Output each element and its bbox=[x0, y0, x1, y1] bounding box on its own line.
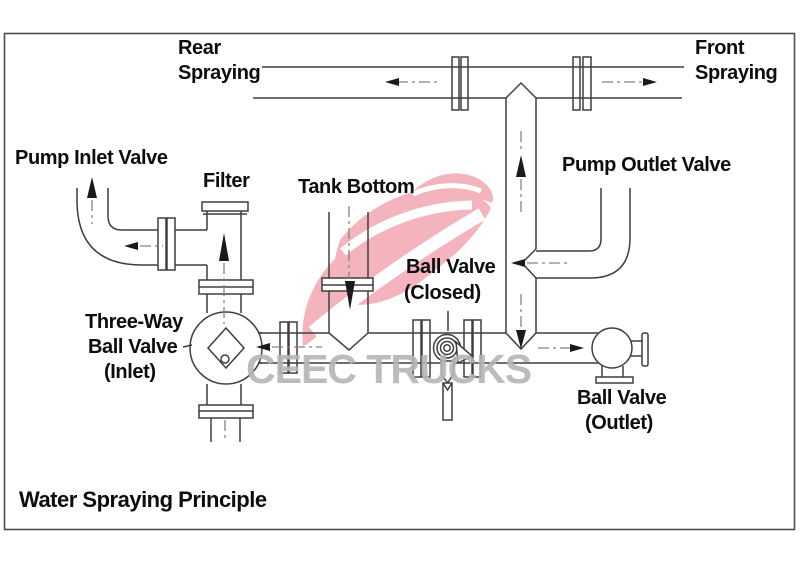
spray-header-pipe bbox=[253, 56, 684, 111]
label-three-way-line2: Ball Valve bbox=[88, 336, 178, 358]
three-way-label-leader bbox=[182, 344, 193, 348]
front-spraying-arrow-icon bbox=[643, 78, 657, 86]
label-front-spraying-line2: Spraying bbox=[695, 62, 778, 84]
pump-inlet-up-arrow-icon bbox=[87, 177, 97, 198]
riser-up-arrow-icon bbox=[516, 155, 526, 177]
watermark-text: CEEC TRUCKS bbox=[246, 346, 532, 392]
label-three-way-line3: (Inlet) bbox=[104, 361, 156, 383]
page-title: Water Spraying Principle bbox=[19, 487, 267, 512]
flow-arrows bbox=[87, 78, 657, 352]
pump-outlet-elbow bbox=[536, 188, 631, 279]
inlet-left-arrow-icon bbox=[124, 242, 138, 250]
label-front-spraying-line1: Front bbox=[695, 37, 745, 59]
filter-top-cap bbox=[201, 201, 249, 212]
rear-spraying-arrow-icon bbox=[385, 78, 399, 86]
valve-port-dot bbox=[220, 354, 230, 364]
into-three-way-arrow-icon bbox=[256, 343, 270, 351]
filter-body bbox=[198, 201, 254, 313]
outlet-valve-base bbox=[595, 376, 634, 384]
spray-pipe-flange-right bbox=[572, 56, 592, 111]
inlet-pipe-flange bbox=[157, 217, 176, 271]
label-three-way-line1: Three-Way bbox=[85, 311, 183, 333]
closed-valve-handle-lower bbox=[442, 382, 453, 421]
to-outlet-arrow-icon bbox=[570, 344, 584, 352]
ball-valve-closed bbox=[412, 311, 482, 421]
three-way-ball-valve bbox=[182, 311, 263, 442]
label-ball-valve-outlet-line1: Ball Valve bbox=[577, 387, 667, 409]
pump-inlet-elbow bbox=[76, 188, 207, 271]
label-filter: Filter bbox=[203, 170, 250, 192]
label-ball-valve-closed-line1: Ball Valve bbox=[406, 256, 496, 278]
closed-valve-lever-hub bbox=[455, 340, 474, 365]
closed-valve-handle-notch bbox=[442, 382, 453, 392]
label-pump-outlet-valve: Pump Outlet Valve bbox=[562, 154, 731, 176]
label-rear-spraying-line2: Spraying bbox=[178, 62, 261, 84]
riser-tee-peak bbox=[505, 81, 537, 99]
label-pump-inlet-valve: Pump Inlet Valve bbox=[15, 147, 168, 169]
into-riser-arrow-icon bbox=[511, 259, 525, 267]
tank-pipe-funnel bbox=[328, 332, 369, 351]
label-rear-spraying-line1: Rear bbox=[178, 37, 221, 59]
riser-down-arrow-icon bbox=[516, 330, 526, 349]
ceec-swoosh-logo-icon bbox=[302, 173, 497, 352]
valve-ball-diamond bbox=[206, 326, 246, 370]
tank-down-arrow-icon bbox=[345, 281, 355, 310]
flow-centerlines bbox=[91, 81, 645, 438]
label-tank-bottom: Tank Bottom bbox=[298, 176, 415, 198]
outlet-valve-handwheel bbox=[641, 332, 649, 367]
label-ball-valve-outlet-line2: (Outlet) bbox=[585, 412, 653, 434]
ball-valve-outlet bbox=[591, 327, 649, 384]
spray-pipe-flange-left bbox=[451, 56, 469, 111]
outlet-valve-body bbox=[591, 327, 633, 369]
closed-valve-handle-upper bbox=[440, 360, 455, 385]
diagram-border bbox=[3, 32, 796, 531]
label-ball-valve-closed-line2: (Closed) bbox=[404, 282, 481, 304]
filter-up-arrow-icon bbox=[219, 233, 229, 261]
